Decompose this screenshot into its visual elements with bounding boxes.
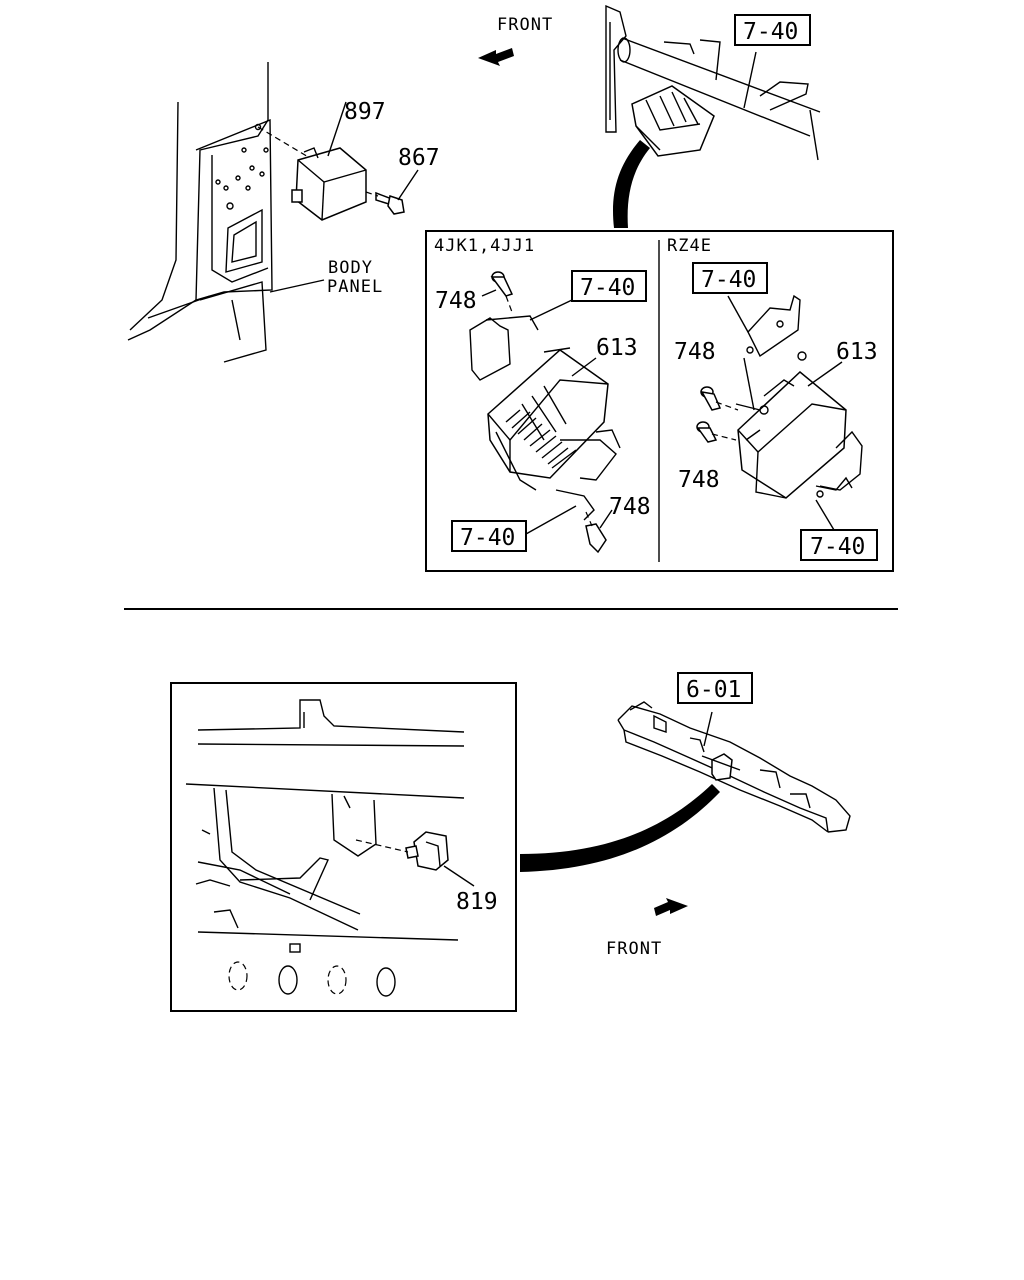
variant-b-leaders [727, 295, 843, 531]
ref-label-740-top: 7-40 [743, 19, 798, 45]
part-number-613-a: 613 [596, 335, 638, 361]
crossmember-drawing [605, 4, 821, 161]
bolt-748-variant-a-upper [481, 271, 514, 313]
ref-box-740-top: 7-40 [734, 14, 811, 46]
ref-box-601: 6-01 [677, 672, 753, 704]
ref-box-740-b-lower: 7-40 [800, 529, 878, 561]
bumper-bar-drawing [617, 701, 851, 833]
part-number-748-a-upper: 748 [435, 288, 477, 314]
part-number-819: 819 [456, 889, 498, 915]
body-panel-leader [269, 279, 325, 293]
body-panel-drawing [127, 62, 311, 363]
variant-b-label: RZ4E [667, 236, 712, 256]
variant-a-label: 4JK1,4JJ1 [434, 236, 535, 256]
ecu-variants-box [425, 230, 894, 572]
ref-label-601: 6-01 [686, 677, 741, 703]
callout-arc-bottom [520, 784, 720, 872]
ecu-613-variant-b [735, 294, 863, 499]
bolt-748-variant-b-lower [696, 421, 737, 443]
module-897 [291, 101, 367, 221]
sensor-819 [355, 831, 475, 887]
ref-label-740-a-upper: 7-40 [580, 275, 635, 301]
part-number-897: 897 [344, 99, 386, 125]
detail-box-819 [170, 682, 517, 1012]
ecu-613-variant-a [469, 315, 621, 521]
ref-label-740-b-upper: 7-40 [701, 267, 756, 293]
part-number-748-a-lower: 748 [609, 494, 651, 520]
body-panel-label-line2: PANEL [327, 277, 383, 297]
bolt-748-variant-a-lower [585, 509, 613, 554]
front-arrow-top-icon [478, 48, 514, 66]
part-number-748-b-lower: 748 [678, 467, 720, 493]
front-arrow-bottom-icon [654, 898, 688, 916]
front-label-bottom: FRONT [606, 939, 662, 959]
ref-box-740-b-upper: 7-40 [692, 262, 768, 294]
body-panel-label-line1: BODY [328, 258, 373, 278]
variant-a-leaders [525, 299, 597, 535]
bolt-867 [365, 169, 419, 215]
front-label-top: FRONT [497, 15, 553, 35]
part-number-867: 867 [398, 145, 440, 171]
ref-box-740-a-upper: 7-40 [571, 270, 647, 302]
part-number-748-b-upper: 748 [674, 339, 716, 365]
ref-label-740-a-lower: 7-40 [460, 525, 515, 551]
callout-arc-top [613, 140, 650, 228]
ref-box-740-a-lower: 7-40 [451, 520, 527, 552]
bolt-748-variant-b-upper [700, 386, 739, 411]
part-number-613-b: 613 [836, 339, 878, 365]
ref-label-740-b-lower: 7-40 [810, 534, 865, 560]
